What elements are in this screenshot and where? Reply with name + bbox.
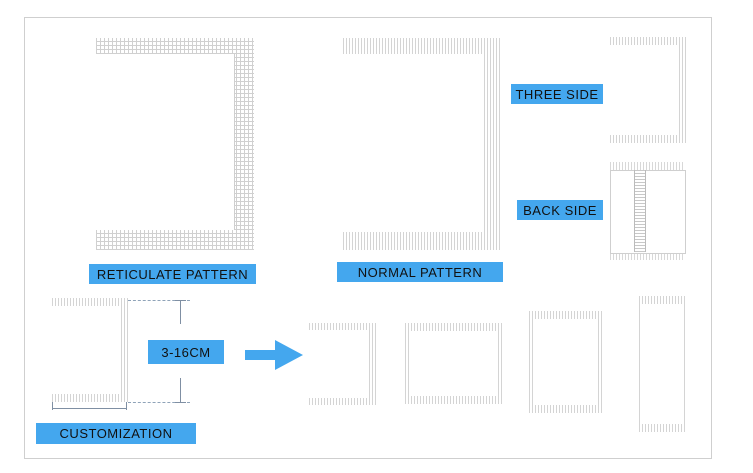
reticulate-pattern-sachet [96, 38, 254, 250]
dimension-tick-bottom [175, 402, 186, 403]
dimension-vertical-top [180, 300, 181, 324]
customization-label: CUSTOMIZATION [36, 423, 196, 444]
small-sachet-2 [405, 323, 502, 404]
small-sachet-3 [529, 311, 603, 413]
dimension-tick-top [175, 300, 186, 301]
normal-pattern-label: NORMAL PATTERN [337, 262, 503, 282]
small-sachet-1 [309, 323, 377, 405]
back-side-label: BACK SIDE [517, 200, 603, 220]
width-line [52, 408, 126, 409]
back-seal [634, 170, 646, 252]
dimension-top-line [128, 300, 190, 301]
size-label: 3-16CM [148, 340, 224, 364]
customization-sachet [52, 298, 128, 402]
three-side-sachet [610, 37, 686, 143]
arrow-right-icon [245, 340, 303, 370]
normal-pattern-sachet [343, 38, 501, 250]
small-sachet-4 [639, 296, 687, 432]
three-side-label: THREE SIDE [511, 84, 603, 104]
dimension-vertical-bottom [180, 378, 181, 402]
reticulate-pattern-label: RETICULATE PATTERN [89, 264, 256, 284]
width-tick-right [126, 402, 127, 410]
back-side-sachet [610, 162, 686, 260]
dimension-bottom-line [128, 402, 190, 403]
width-tick-left [52, 402, 53, 410]
